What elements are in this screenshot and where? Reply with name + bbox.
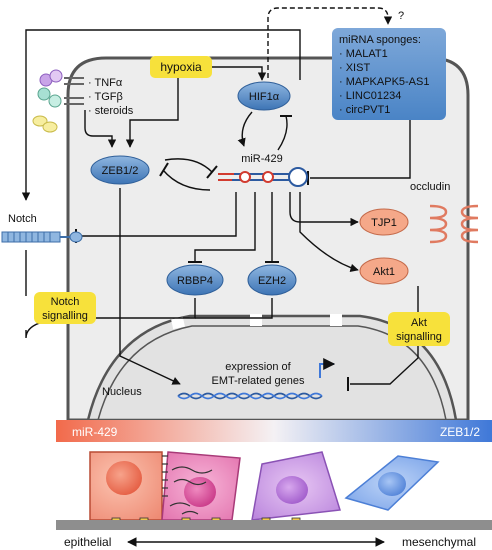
- stimulus-tnfa: · TNFα: [88, 77, 123, 89]
- hif1a-to-mir: [237, 111, 253, 147]
- transcription-arrow-icon: [319, 358, 336, 378]
- mesenchymal-cell: [344, 455, 440, 511]
- sponge-item: · circPVT1: [339, 104, 390, 116]
- zeb-node: [90, 155, 150, 185]
- gradient-label-right: ZEB1/2: [440, 425, 480, 439]
- nucleus-label: Nucleus: [102, 386, 142, 398]
- hif1a-node: [237, 81, 291, 111]
- occludin-label: occludin: [410, 181, 450, 193]
- receptor-icons: [32, 69, 84, 133]
- mir-to-akt1: [299, 192, 359, 272]
- expression-label: EMT-related genes: [212, 375, 305, 387]
- expression-label: expression of: [225, 361, 291, 373]
- mir-inhibits-zeb: [162, 169, 211, 191]
- intermediate-cell-2: [251, 451, 341, 521]
- zeb-to-nucleus: [119, 188, 181, 385]
- sponges-inhibit-mir: [310, 120, 411, 179]
- axis-label-left: epithelial: [64, 535, 111, 549]
- intermediate-cell-1: [161, 451, 241, 521]
- dashed-feedback: [267, 7, 393, 78]
- connectors: [21, 7, 419, 391]
- hypoxia-to-hif1a: [212, 66, 267, 81]
- ezh2-to-merge: [195, 298, 273, 319]
- sponges-box: [332, 28, 446, 120]
- epithelial-cell: [89, 451, 163, 521]
- sponge-item: · LINC01234: [339, 90, 401, 102]
- sponge-item: · XIST: [339, 62, 370, 74]
- hif1a-label: HIF1α: [249, 91, 280, 103]
- akt-signalling-label: signalling: [396, 331, 442, 343]
- occludin-icon: [429, 204, 479, 244]
- akt-signalling-to-nucleus: [350, 346, 419, 385]
- tjp1-node: [359, 208, 409, 236]
- cell-junctions: [162, 455, 213, 515]
- stimuli-to-zeb: [84, 110, 117, 148]
- question-mark: ?: [398, 10, 404, 22]
- hypoxia-box: [150, 56, 212, 78]
- sponges-title: miRNA sponges:: [339, 34, 421, 46]
- rbbp4-label: RBBP4: [177, 275, 213, 287]
- ezh2-label: EZH2: [258, 275, 286, 287]
- gradient-bar: [56, 420, 492, 442]
- rbbp4-node: [166, 264, 224, 296]
- hypoxia-label: hypoxia: [160, 60, 202, 74]
- sponge-item: · MALAT1: [339, 48, 388, 60]
- akt1-node: [359, 257, 409, 285]
- mir-inhibits-notch: [78, 192, 237, 237]
- dna-icon: [177, 392, 323, 400]
- basement-membrane: [56, 520, 492, 530]
- notch-signalling-label: signalling: [42, 310, 88, 322]
- nuclear-envelope: [97, 325, 447, 421]
- hypoxia-to-zeb: [125, 78, 179, 148]
- outer-to-notch: [21, 29, 301, 201]
- zeb-inhibits-mir: [164, 158, 213, 173]
- notch-signalling-label: Notch: [51, 296, 80, 308]
- mir-hairpin-icon: [218, 167, 308, 187]
- notch-signalling-box: [34, 292, 96, 324]
- stimulus-tgfb: · TGFβ: [88, 91, 123, 103]
- gradient-label-left: miR-429: [72, 425, 118, 439]
- sponge-item: · MAPKAPK5-AS1: [339, 76, 429, 88]
- zeb-label: ZEB1/2: [102, 165, 139, 177]
- stimulus-steroids: · steroids: [88, 105, 134, 117]
- tjp1-label: TJP1: [371, 217, 397, 229]
- axis-label-right: mesenchymal: [402, 535, 476, 549]
- akt1-label: Akt1: [373, 266, 395, 278]
- akt-signalling-label: Akt: [411, 317, 427, 329]
- akt-signalling-box: [388, 312, 450, 346]
- mir-inhibits-hif1a: [277, 115, 288, 151]
- mir-label: miR-429: [241, 153, 283, 165]
- mir-inhibits-rbbp4: [194, 192, 256, 262]
- notch-label: Notch: [8, 213, 37, 225]
- ezh2-node: [247, 264, 297, 296]
- notch-receptor: [1, 231, 83, 243]
